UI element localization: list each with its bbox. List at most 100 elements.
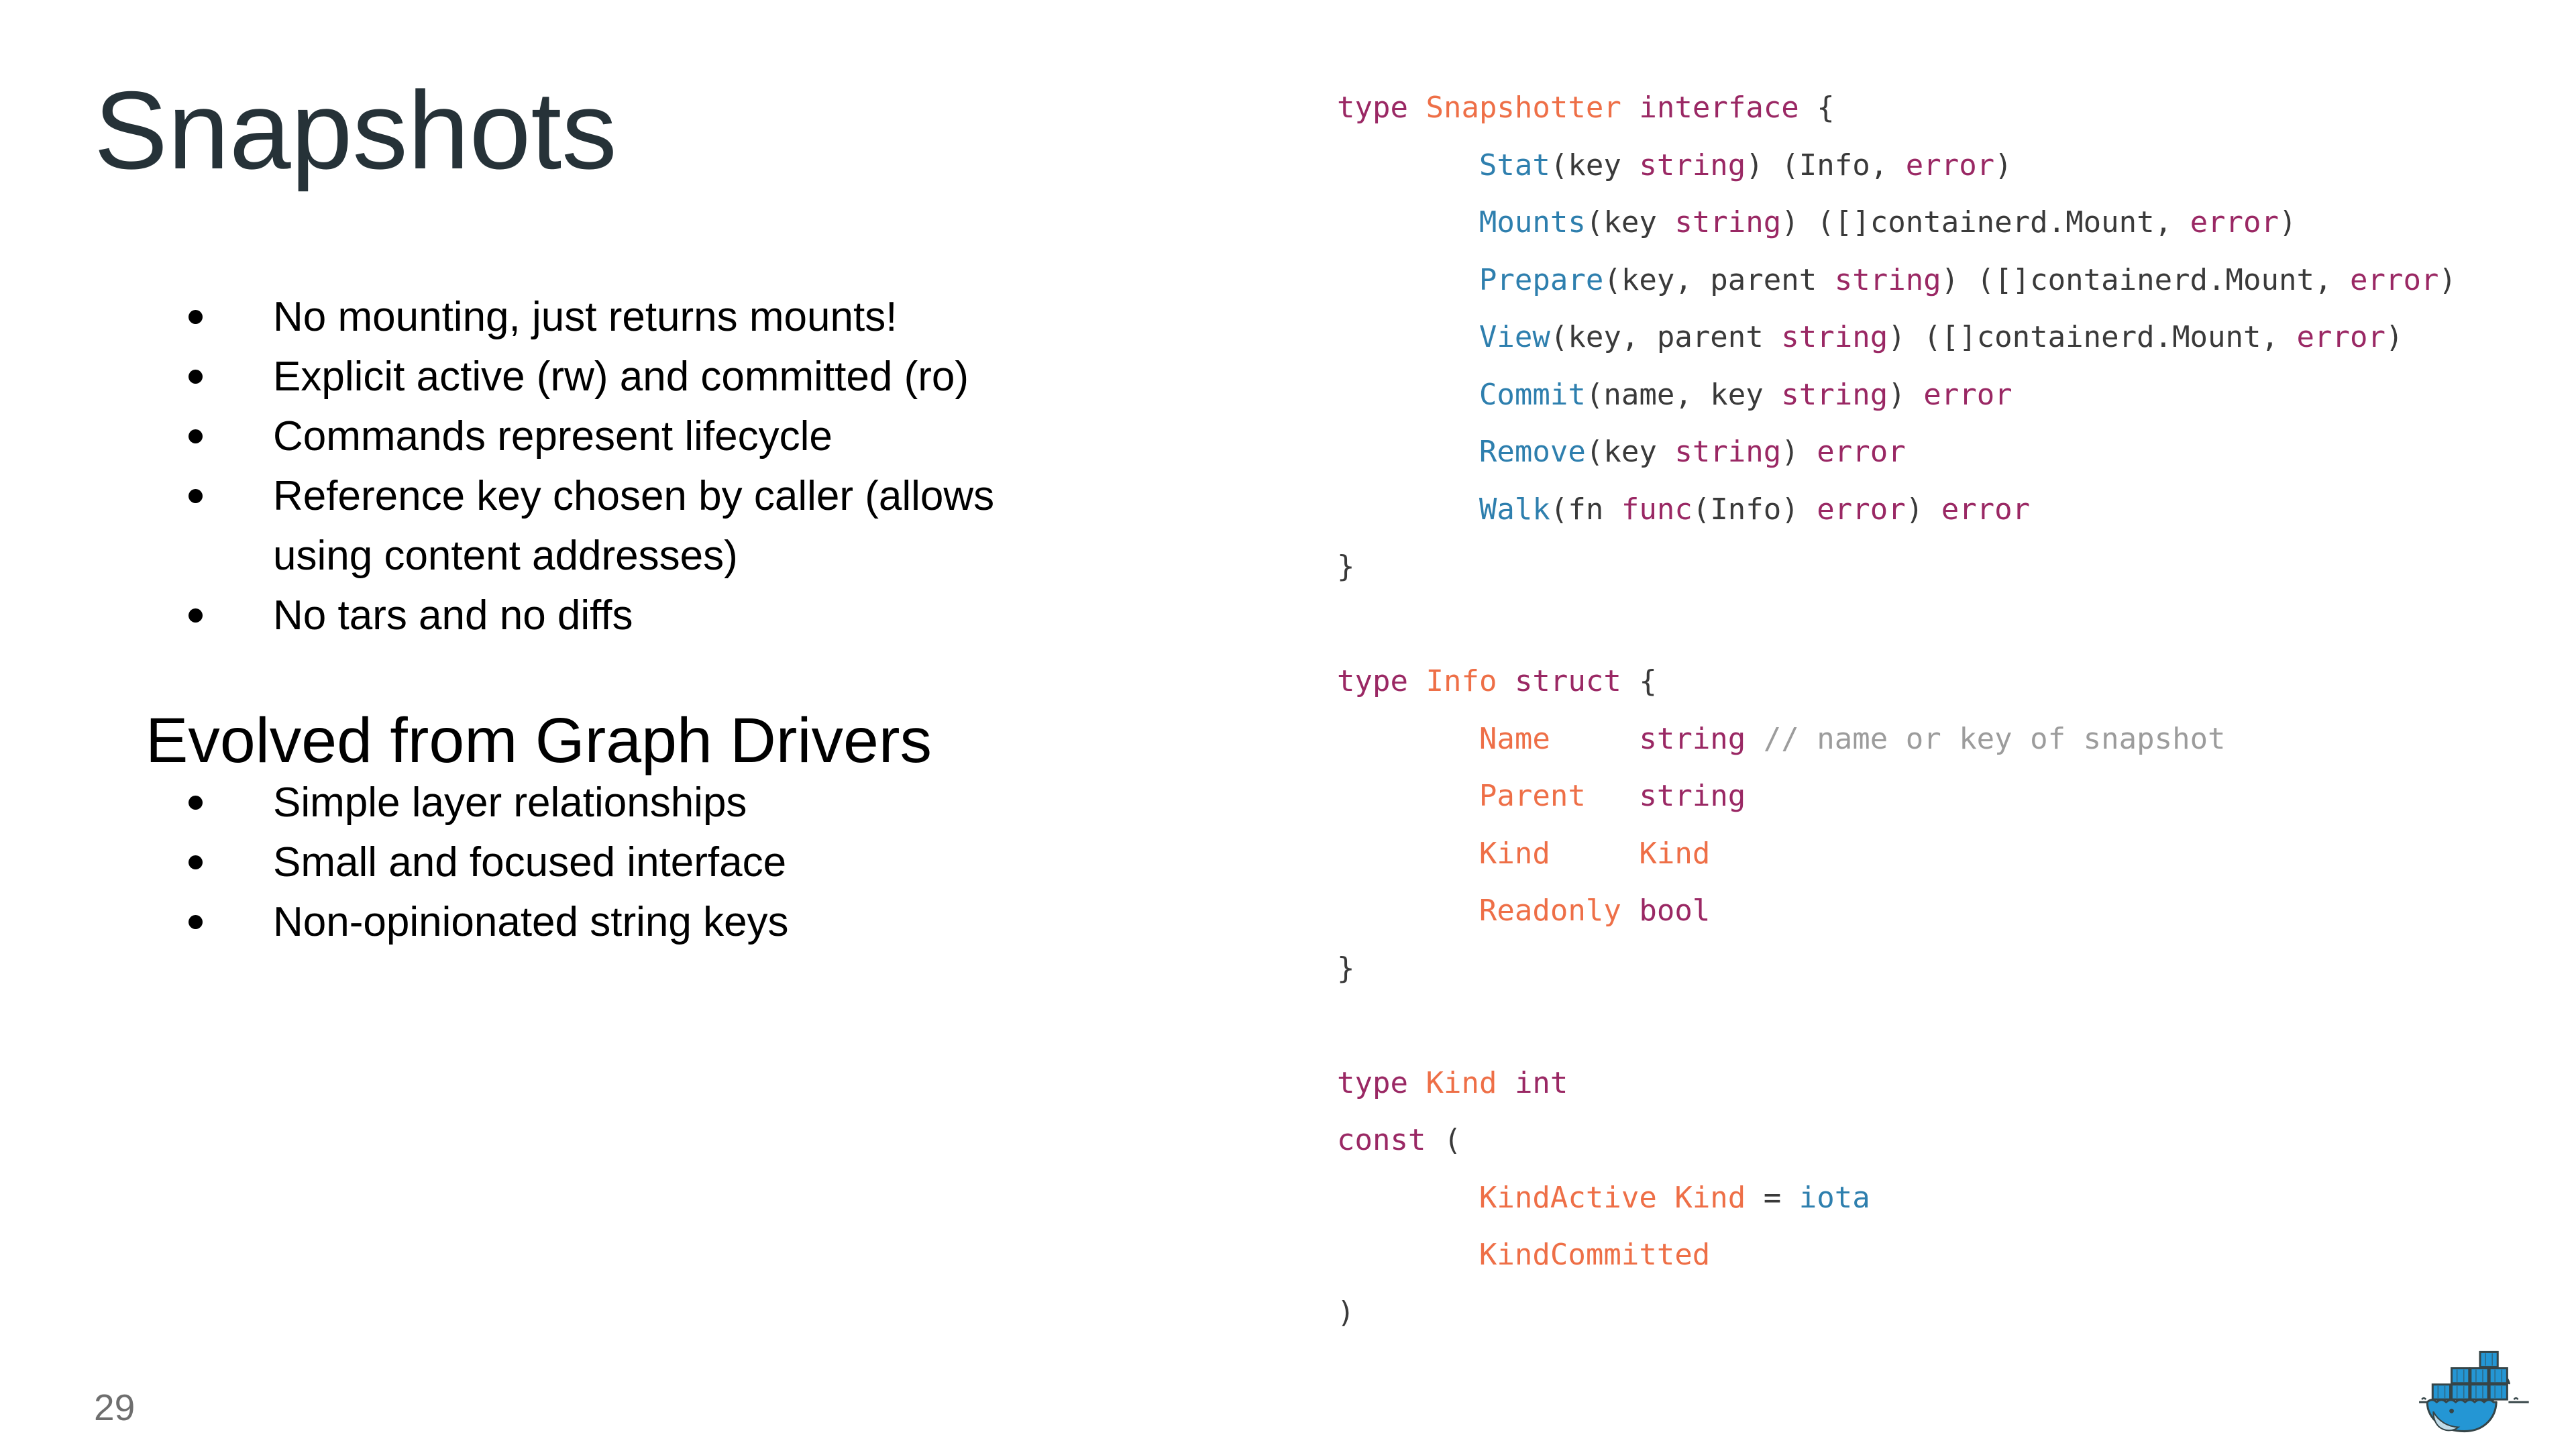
code-token-pl [1621,894,1640,928]
code-token-kw: error [1817,435,1906,469]
code-token-pl: ( [1426,1123,1462,1157]
code-token-pl [1337,722,1479,756]
bullet-item: Simple layer relationships [185,773,1051,833]
code-token-kw: error [1923,377,2012,412]
code-token-fn: Stat [1479,148,1550,182]
code-token-ty: Kind [1639,836,1711,871]
code-token-pl: ) [1994,148,2012,182]
code-token-pl [1337,1181,1479,1215]
code-token-fn: Remove [1479,435,1586,469]
bullet-list-sub: Simple layer relationships Small and foc… [185,773,1051,952]
code-token-pl: ) [1337,1295,1355,1330]
code-token-pl: (key [1585,205,1675,239]
code-block: type Snapshotter interface { Stat(key st… [1337,79,2457,1341]
bullet-item: No tars and no diffs [185,586,1051,645]
code-token-pl: (key, parent [1603,262,1835,297]
code-token-kw: struct [1514,664,1621,698]
docker-whale-logo-icon [2419,1350,2529,1433]
code-line [1337,997,2457,1055]
code-token-kw: string [1639,721,1746,756]
bullet-item: Non-opinionated string keys [185,892,1051,952]
code-token-pl [1657,1181,1675,1215]
code-line: Commit(name, key string) error [1337,366,2457,424]
code-token-ty: Readonly [1479,894,1621,928]
code-line: } [1337,940,2457,998]
code-line: ) [1337,1284,2457,1342]
code-token-pl [1337,435,1479,469]
code-token-ty: Kind [1674,1180,1746,1215]
code-token-pl: ) [1781,435,1817,469]
code-line [1337,596,2457,653]
code-token-pl: (key, parent [1550,320,1782,354]
code-token-kw: func [1621,492,1693,527]
code-token-kw: string [1674,205,1782,239]
subheading: Evolved from Graph Drivers [146,705,932,776]
code-token-pl: ) ([]containerd.Mount, [1941,262,2350,297]
code-token-pl: } [1337,951,1355,985]
code-line: type Info struct { [1337,653,2457,710]
code-token-pl: (key [1550,148,1640,182]
code-token-pl [1408,1066,1426,1100]
page-number: 29 [94,1387,136,1428]
code-line: View(key, parent string) ([]containerd.M… [1337,309,2457,366]
code-token-pl: (fn [1550,492,1621,527]
code-line: Remove(key string) error [1337,423,2457,481]
code-line: Mounts(key string) ([]containerd.Mount, … [1337,194,2457,252]
code-token-pl [1337,205,1479,239]
code-token-ty: Kind [1479,836,1550,871]
code-token-pl [1337,263,1479,297]
code-token-kw: const [1337,1123,1426,1157]
code-token-ty: KindActive [1479,1180,1657,1215]
code-token-pl [1337,492,1479,527]
code-token-kw: error [2349,262,2439,297]
code-token-pl: (name, key [1585,377,1782,412]
code-token-pl: { [1621,664,1657,698]
code-token-pl [1337,837,1479,871]
code-line: const ( [1337,1112,2457,1169]
code-token-kw: string [1639,148,1746,182]
code-token-pl [1497,664,1515,698]
code-token-pl [1408,91,1426,125]
code-line: KindCommitted [1337,1226,2457,1284]
code-token-kw: string [1781,377,1888,412]
code-token-fn: Prepare [1479,262,1604,297]
code-line: Kind Kind [1337,825,2457,883]
code-line: Stat(key string) (Info, error) [1337,137,2457,195]
code-token-pl: ) [2438,262,2457,297]
code-token-ty: Kind [1426,1065,1497,1100]
code-token-kw: type [1337,1065,1408,1100]
code-token-kw: error [1817,492,1906,527]
bullet-item: No mounting, just returns mounts! [185,287,1051,347]
code-token-pl: ) ([]containerd.Mount, [1888,320,2297,354]
code-line: type Snapshotter interface { [1337,79,2457,137]
code-token-pl: } [1337,549,1355,584]
code-token-fn: iota [1799,1180,1870,1215]
code-line: } [1337,538,2457,596]
code-token-pl [1337,148,1479,182]
code-token-pl [1337,320,1479,354]
code-line: type Kind int [1337,1055,2457,1112]
code-token-fn: Commit [1479,377,1586,412]
code-token-pl: (key [1585,435,1675,469]
code-token-kw: interface [1639,91,1799,125]
code-token-ty: Parent [1479,779,1586,813]
code-line: Readonly bool [1337,882,2457,940]
bullet-item: Reference key chosen by caller (allows u… [185,466,1051,586]
code-token-pl [1337,894,1479,928]
code-token-pl [1621,91,1640,125]
code-token-pl: (Info) [1692,492,1817,527]
bullet-item: Commands represent lifecycle [185,407,1051,466]
code-token-pl: ) [1905,492,1941,527]
code-token-ty: KindCommitted [1479,1238,1711,1272]
code-token-pl: ) ([]containerd.Mount, [1781,205,2190,239]
bullet-item: Small and focused interface [185,833,1051,892]
code-token-kw: string [1834,262,1941,297]
code-token-kw: error [2296,320,2385,354]
code-token-pl: ) [2385,320,2404,354]
code-line: KindActive Kind = iota [1337,1169,2457,1227]
code-line: Parent string [1337,767,2457,825]
code-line: Walk(fn func(Info) error) error [1337,481,2457,539]
code-token-pl [1497,1066,1515,1100]
code-token-kw: string [1639,779,1746,813]
